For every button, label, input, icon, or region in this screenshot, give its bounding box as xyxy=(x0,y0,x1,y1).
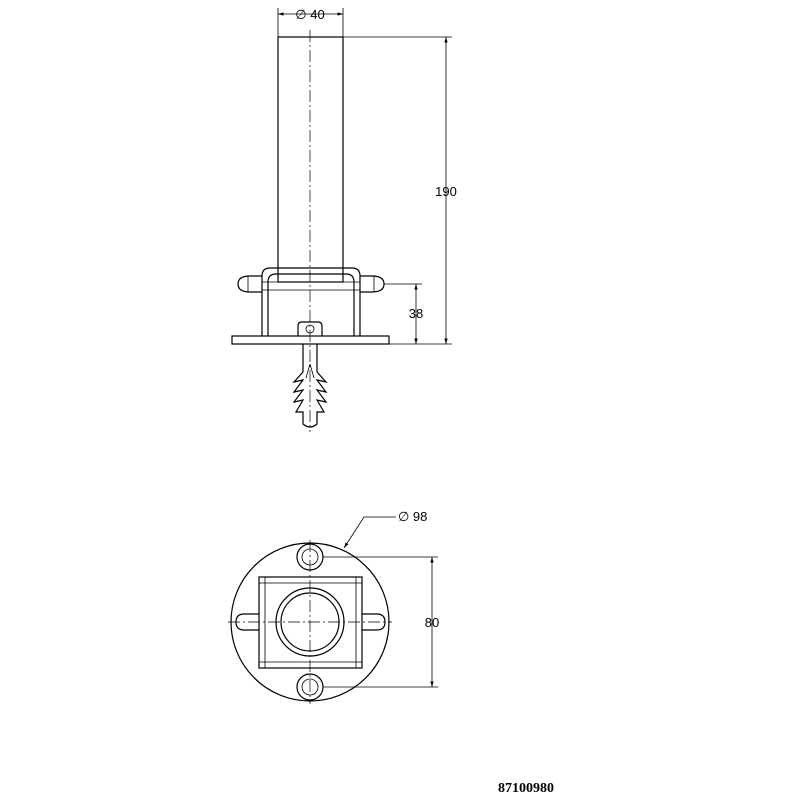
dim-total-height: 190 xyxy=(343,36,457,345)
wall-anchor xyxy=(292,344,328,428)
right-screw xyxy=(360,275,385,293)
dim-tube-diameter: ∅ 40 xyxy=(277,7,344,37)
clamp-bracket xyxy=(237,267,385,336)
base-plate xyxy=(231,335,390,345)
tube xyxy=(277,36,344,283)
dim-plate-diameter-label: ∅ 98 xyxy=(398,509,427,524)
side-view: ∅ 40 190 38 xyxy=(231,7,457,432)
bracket-square xyxy=(258,576,363,669)
article-number: 87100980 xyxy=(498,781,554,796)
left-screw xyxy=(237,275,262,293)
dim-plate-diameter: ∅ 98 xyxy=(343,509,427,549)
center-bolt-head xyxy=(297,321,323,336)
dim-hole-spacing: 80 xyxy=(323,556,439,688)
dim-bracket-height-label: 38 xyxy=(409,306,423,321)
dim-hole-spacing-label: 80 xyxy=(425,615,439,630)
dim-total-height-label: 190 xyxy=(435,184,457,199)
dim-bracket-height: 38 xyxy=(384,283,423,344)
dim-tube-diameter-label: ∅ 40 xyxy=(295,7,324,22)
top-view: ∅ 98 80 xyxy=(228,509,439,704)
